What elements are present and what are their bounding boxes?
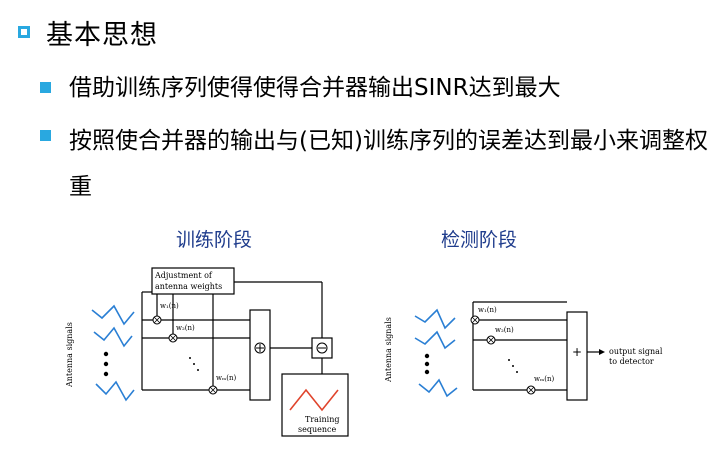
bullet-text-1: 借助训练序列使得使得合并器输出SINR达到最大 bbox=[69, 75, 561, 101]
bullet-item-1: 借助训练序列使得使得合并器输出SINR达到最大 bbox=[40, 70, 709, 106]
detection-phase-label: 检测阶段 bbox=[441, 229, 518, 251]
antenna-signals-label: Antenna signals bbox=[65, 322, 74, 388]
weight-w1-label: w₁(n) bbox=[478, 306, 497, 314]
weight-wm-label: wₘ(n) bbox=[216, 374, 237, 382]
weight-w2-label: w₂(n) bbox=[176, 324, 195, 332]
weight-w2-label: w₂(n) bbox=[495, 326, 514, 334]
training-phase-diagram: Adjustment of antenna weights w₁(n) w₂(n… bbox=[65, 267, 349, 437]
training-wave-icon bbox=[289, 388, 339, 412]
square-bullet-icon bbox=[40, 130, 51, 141]
detection-phase-diagram: + w₁(n) w₂(n) wₘ(n) output signal to det… bbox=[384, 301, 663, 401]
adjustment-label-line2: antenna weights bbox=[155, 282, 222, 291]
summation-icon bbox=[254, 342, 266, 354]
slide-heading: 基本思想 bbox=[46, 19, 158, 51]
training-phase-label: 训练阶段 bbox=[176, 229, 253, 251]
output-arrow-icon bbox=[599, 349, 605, 355]
plus-icon: + bbox=[572, 345, 582, 359]
hollow-square-bullet-icon bbox=[18, 26, 30, 38]
square-bullet-icon bbox=[40, 82, 51, 93]
subtract-icon bbox=[316, 342, 328, 354]
bullet-text-2: 按照使合并器的输出与(已知)训练序列的误差达到最小来调整权重 bbox=[69, 128, 708, 200]
adjustment-label-line1: Adjustment of bbox=[154, 271, 213, 280]
slide-heading-row: 基本思想 bbox=[18, 12, 158, 52]
training-label-line1: Training bbox=[305, 415, 339, 424]
training-label-line2: sequence bbox=[298, 425, 336, 434]
antenna-signals-label: Antenna signals bbox=[384, 317, 393, 383]
bullet-item-2: 按照使合并器的输出与(已知)训练序列的误差达到最小来调整权重 bbox=[40, 118, 709, 210]
output-label-line2: to detector bbox=[609, 357, 654, 366]
output-label-line1: output signal bbox=[609, 347, 663, 356]
weight-wm-label: wₘ(n) bbox=[534, 375, 555, 383]
weight-w1-label: w₁(n) bbox=[160, 302, 179, 310]
adjustment-box bbox=[151, 267, 235, 295]
